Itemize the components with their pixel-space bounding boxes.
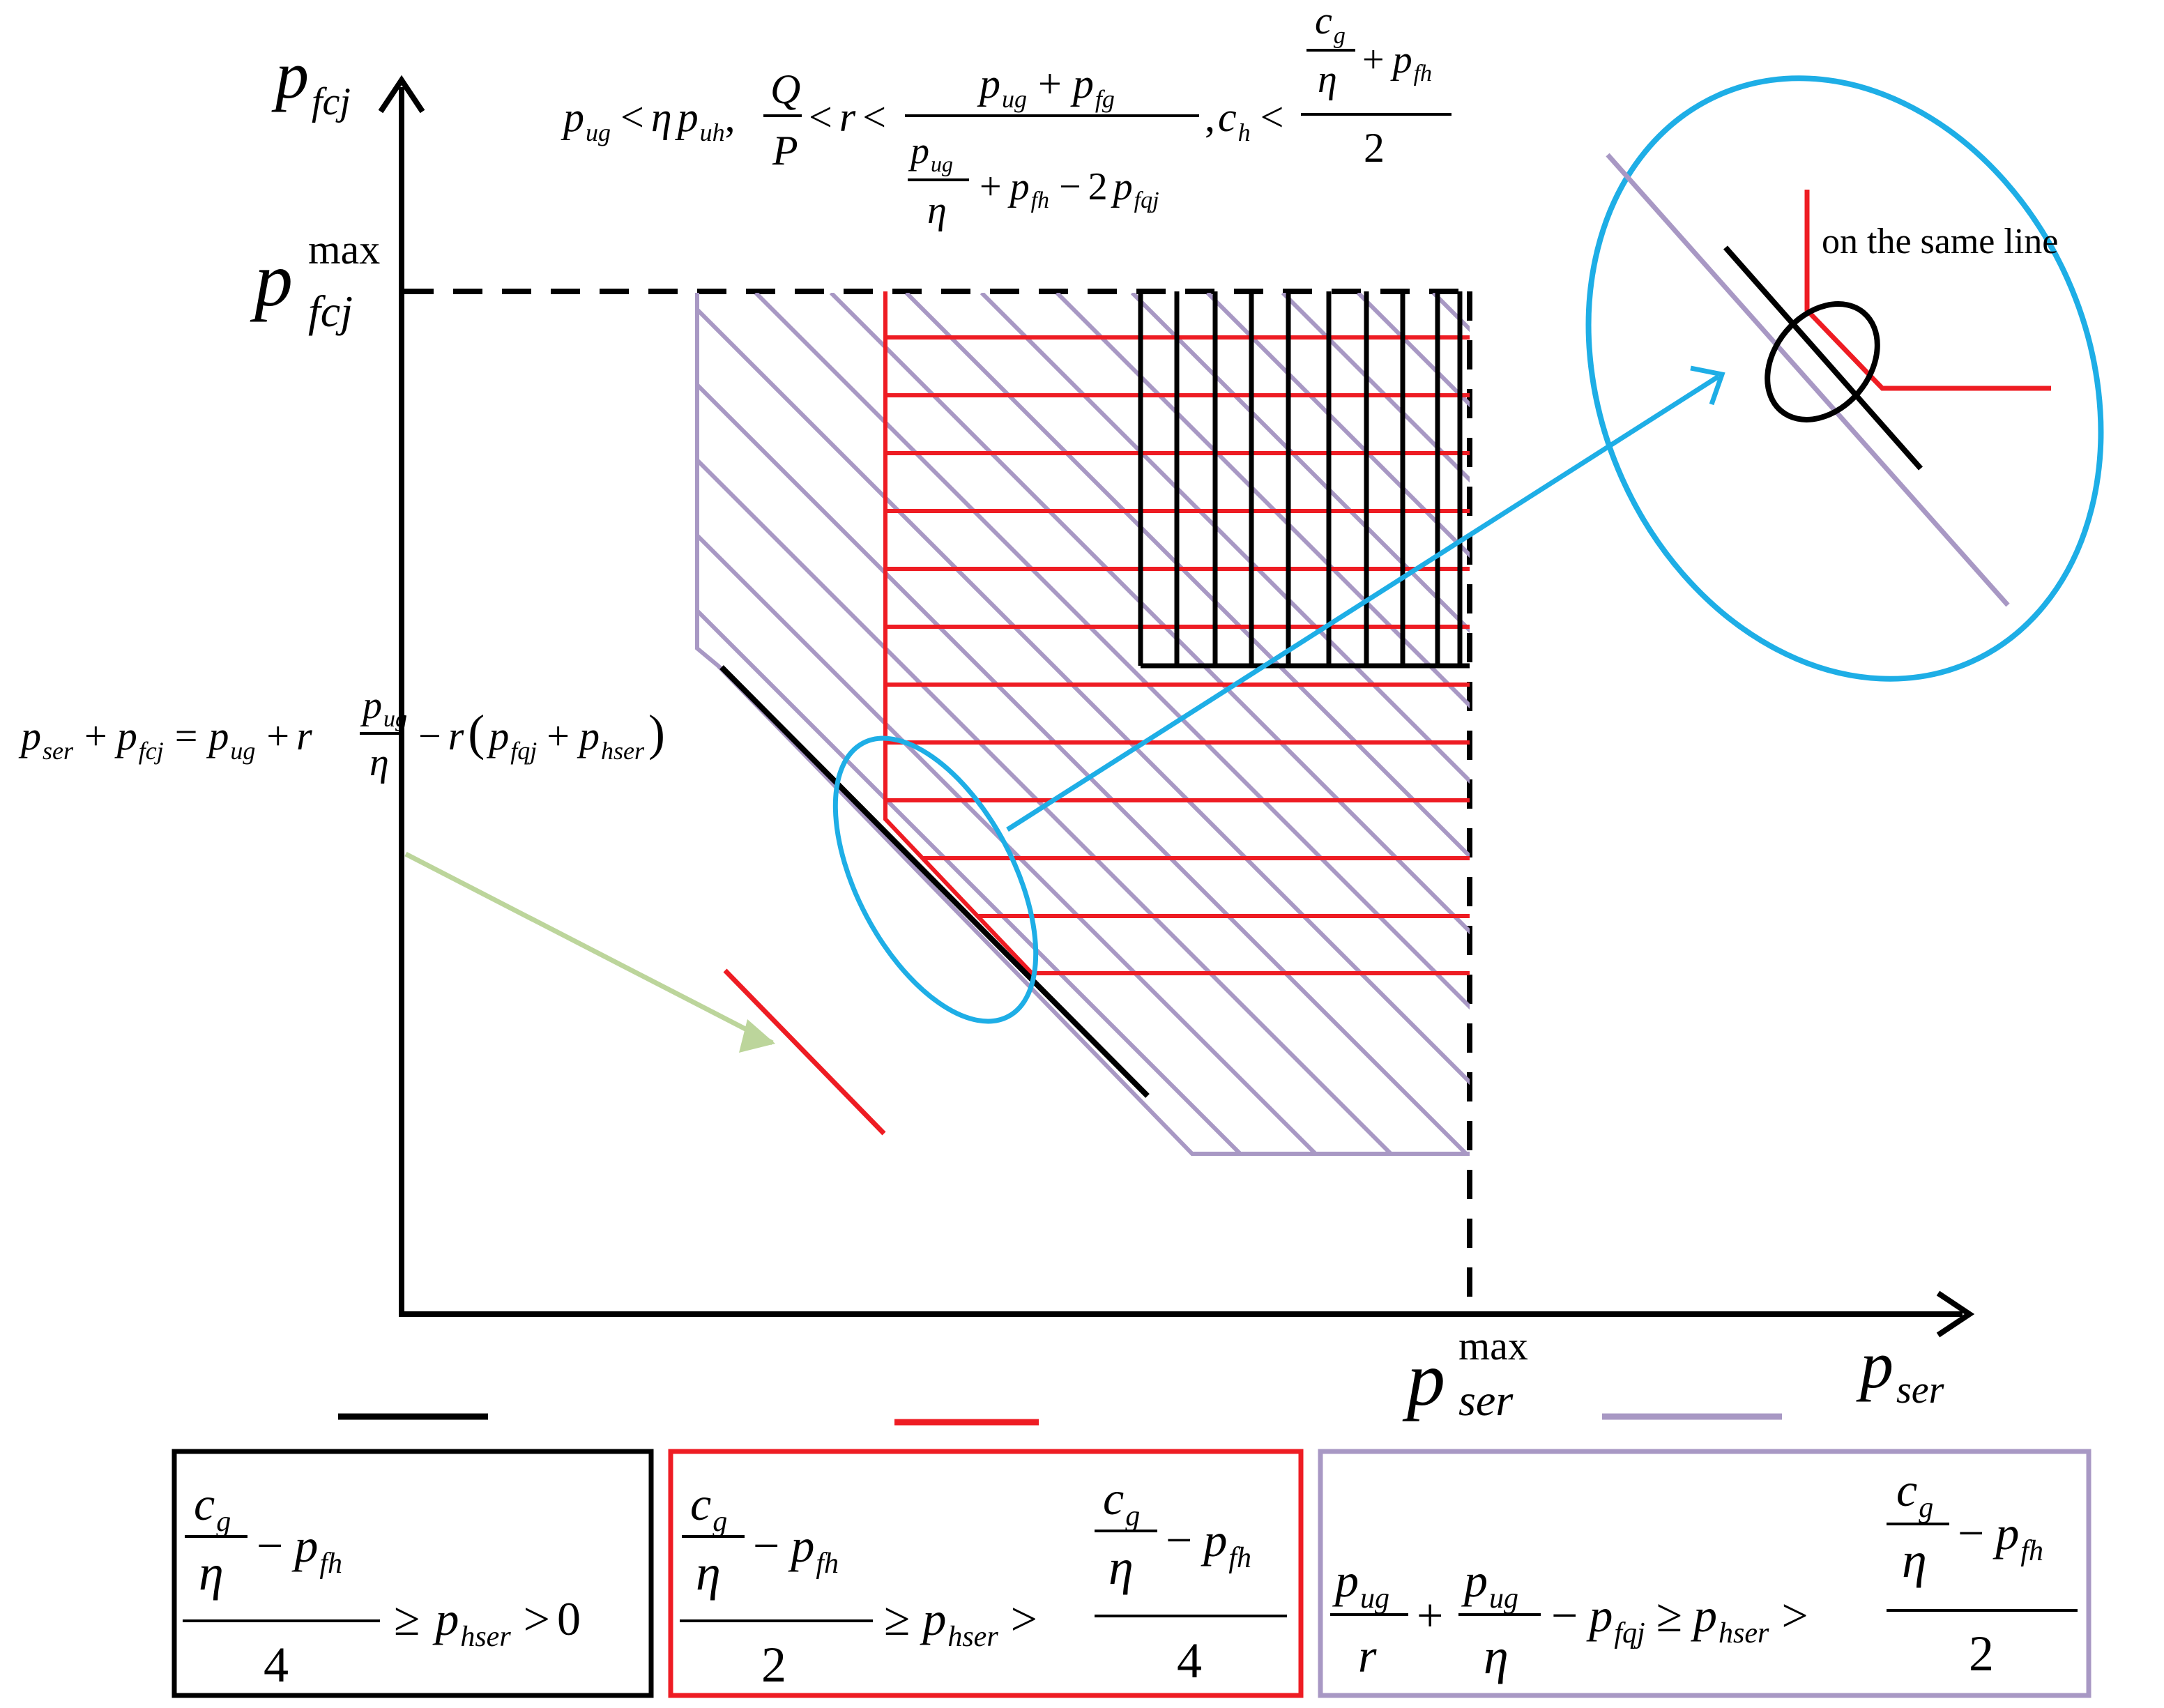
svg-text:pug: pug [1461, 1554, 1518, 1615]
x-axis-label: pser [1856, 1327, 1944, 1412]
purple-hatch [0, 293, 2164, 1199]
purple-hatch-line [697, 293, 1470, 1154]
svg-text:−r(pfqj+phser): −r(pfqj+phser) [418, 705, 665, 765]
svg-text:≥phser>0: ≥phser>0 [394, 1592, 581, 1653]
red-hatch [885, 335, 1470, 918]
svg-text:pser+pfcj=pug+r: pser+pfcj=pug+r [18, 713, 312, 765]
svg-text:cg: cg [194, 1477, 231, 1538]
svg-text:,ch<: ,ch< [1205, 94, 1283, 146]
purple-region-boundary [695, 293, 1470, 1156]
legend: cg η −pfh 4 ≥phser>0 cg η −pfh 2 ≥phser>… [172, 1413, 2091, 1698]
y-max-label-sup: max [308, 227, 380, 273]
svg-text:r: r [1358, 1629, 1377, 1682]
svg-text:η: η [369, 741, 389, 784]
legend-item-black: cg η −pfh 4 ≥phser>0 [172, 1449, 654, 1698]
svg-text:η: η [696, 1545, 721, 1601]
svg-text:η: η [1108, 1539, 1134, 1595]
zoom-red-line [1804, 190, 2051, 391]
zoom-black-line [1723, 245, 1923, 471]
purple-hatch-line [904, 293, 1470, 1154]
purple-hatch-line [0, 293, 6, 1199]
svg-text:cg: cg [690, 1477, 727, 1538]
svg-text:P: P [772, 128, 798, 174]
zoom-pointer-arrowhead [1690, 365, 1725, 406]
zoom-pointer-line [1006, 374, 1720, 832]
same-line-annotation: on the same line [1822, 222, 2058, 261]
svg-text:pug: pug [908, 130, 953, 176]
zoom-purple-line [1606, 153, 2010, 607]
axes [378, 75, 1975, 1338]
purple-hatch-line [697, 293, 1438, 1154]
svg-text:4: 4 [1177, 1633, 1202, 1688]
purple-region [0, 293, 2164, 1199]
svg-text:≥phser>: ≥phser> [884, 1592, 1037, 1653]
black-region [1138, 291, 1470, 669]
purple-hatch-line [697, 293, 1363, 1154]
svg-text:pug: pug [1332, 1554, 1389, 1615]
red-region [883, 291, 1470, 975]
svg-text:−pfh: −pfh [753, 1519, 839, 1580]
svg-text:η: η [1902, 1532, 1927, 1588]
legend-item-red: cg η −pfh 2 ≥phser> cg η −pfh 4 [668, 1449, 1304, 1698]
purple-hatch-line [980, 293, 1470, 1154]
svg-text:cg: cg [1896, 1463, 1933, 1524]
svg-text:−pfh: −pfh [1166, 1513, 1251, 1574]
purple-hatch-line [1205, 293, 1470, 1154]
red-line-segment [723, 968, 886, 1136]
svg-text:2: 2 [1364, 125, 1385, 171]
equation-pointer-arrowhead [739, 1019, 775, 1053]
purple-hatch-line [829, 293, 1470, 1154]
y-max-label: p [250, 237, 293, 322]
x-max-label-sup: max [1458, 1323, 1528, 1368]
svg-text:−pfqj≥phser>: −pfqj≥phser> [1551, 1589, 1808, 1649]
svg-text:pug: pug [360, 684, 407, 732]
zoom-intersection-ellipse [1765, 301, 1880, 422]
red-region-boundary [883, 291, 1470, 975]
svg-text:η: η [1484, 1629, 1509, 1684]
purple-hatch-line [697, 293, 1288, 1154]
x-max-label-sub: ser [1458, 1375, 1514, 1425]
purple-hatch-line [697, 293, 1137, 1154]
zoom-callout: on the same line [1585, 75, 2104, 682]
svg-text:cg: cg [1315, 0, 1346, 49]
x-axis-arrowhead [1936, 1290, 1975, 1338]
svg-text:+: + [1417, 1589, 1443, 1642]
svg-text:η: η [1318, 58, 1337, 101]
highlight-ellipse [832, 735, 1039, 1024]
black-boundary-line [719, 665, 1150, 1098]
svg-text:+pfh: +pfh [1362, 38, 1432, 86]
purple-hatch-line [1130, 293, 1470, 1154]
svg-text:2: 2 [761, 1637, 786, 1693]
svg-text:η: η [927, 189, 947, 232]
zoom-ellipse [1585, 75, 2104, 682]
svg-text:cg: cg [1103, 1472, 1140, 1532]
x-max-label: p [1402, 1336, 1445, 1421]
y-axis-arrowhead [378, 75, 425, 114]
purple-hatch-line [1055, 293, 1470, 1154]
purple-hatch-line [1509, 293, 2164, 1199]
svg-text:Q: Q [770, 66, 800, 112]
svg-text:4: 4 [264, 1637, 289, 1693]
y-axis-label: pfcj [271, 38, 351, 123]
purple-hatch-line [1281, 293, 1470, 1154]
purple-hatch-line [754, 293, 1470, 1154]
y-max-label-sub: fcj [308, 287, 353, 336]
svg-text:−pfh: −pfh [1958, 1507, 2043, 1567]
purple-hatch-line [697, 293, 1470, 1154]
legend-item-purple: pug r + pug η −pfqj≥phser> cg η −pfh 2 [1318, 1449, 2091, 1698]
purple-hatch-line [1431, 293, 1470, 1154]
svg-text:η: η [199, 1545, 224, 1601]
equation-pointer-line [404, 851, 774, 1046]
svg-text:<r<: <r< [809, 94, 886, 140]
svg-text:−pfh: −pfh [257, 1519, 342, 1580]
purple-hatch-line [1356, 293, 1470, 1154]
svg-text:2: 2 [1969, 1626, 1994, 1682]
svg-text:pug+pfg: pug+pfg [977, 61, 1115, 113]
boundary-line-equation: pser+pfcj=pug+r pug η −r(pfqj+phser) [18, 684, 665, 784]
